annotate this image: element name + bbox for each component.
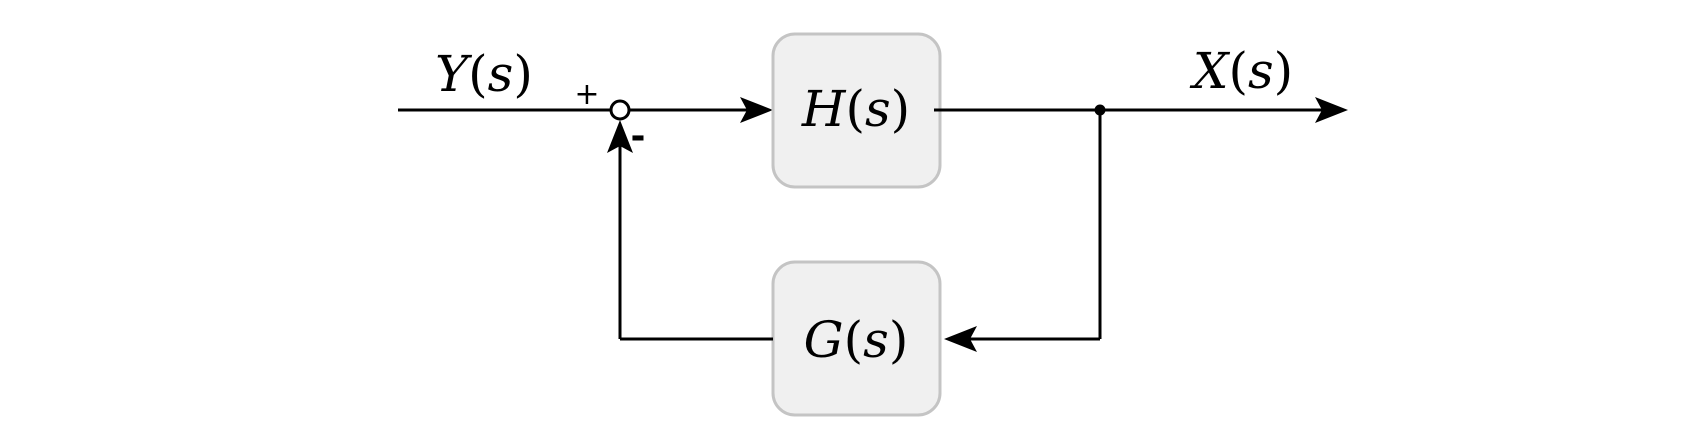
summing-junction [609, 99, 631, 121]
input-open-paren: ( [468, 45, 488, 103]
g-func: G [804, 311, 844, 369]
g-close-paren: ) [889, 311, 909, 369]
h-arg: s [865, 80, 891, 138]
h-func: H [801, 80, 847, 138]
input-signal-label: Y(s) [435, 45, 533, 103]
minus-sign: - [631, 116, 646, 157]
output-open-paren: ( [1228, 42, 1248, 100]
input-func: Y [435, 45, 472, 103]
output-arg: s [1248, 42, 1274, 100]
h-input-arrowhead [740, 97, 773, 123]
input-arg: s [488, 45, 514, 103]
g-block-label: G(s) [804, 311, 909, 369]
h-open-paren: ( [845, 80, 865, 138]
g-arg: s [863, 311, 889, 369]
output-arrowhead [1315, 97, 1348, 123]
h-close-paren: ) [891, 80, 911, 138]
g-input-arrowhead [944, 326, 977, 352]
output-signal-label: X(s) [1189, 42, 1293, 100]
output-func: X [1189, 42, 1231, 100]
plus-sign: + [574, 77, 599, 112]
feedback-arrowhead [607, 120, 633, 153]
h-block-label: H(s) [801, 80, 910, 138]
output-close-paren: ) [1274, 42, 1294, 100]
input-close-paren: ) [513, 45, 533, 103]
g-open-paren: ( [844, 311, 864, 369]
